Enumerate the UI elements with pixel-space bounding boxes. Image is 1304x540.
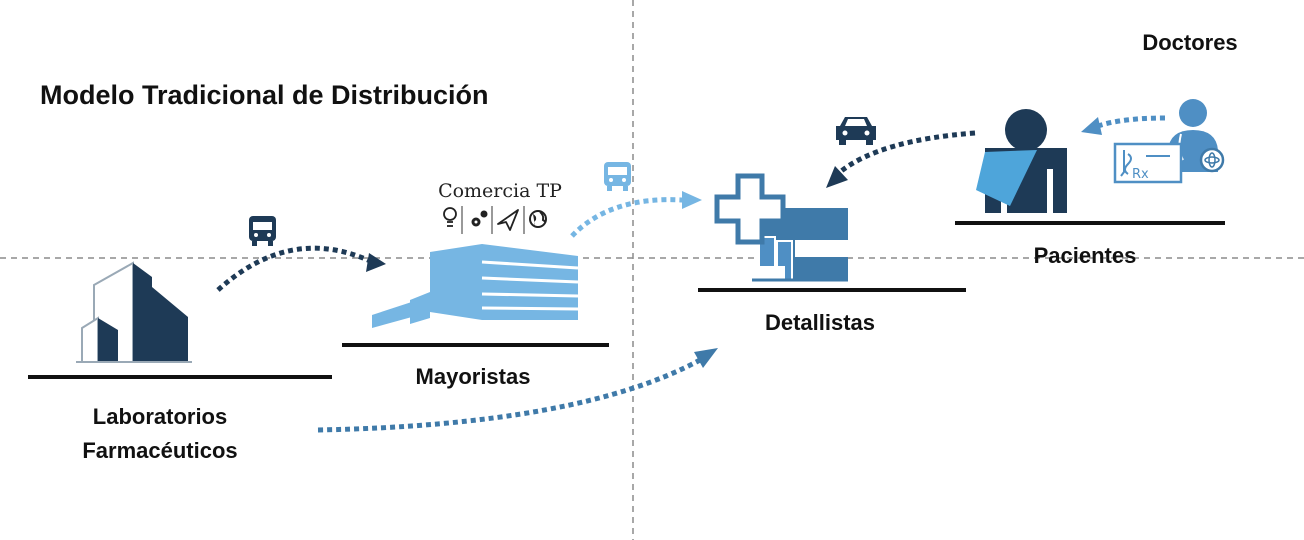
flow-arrows [216, 115, 1166, 433]
prescription-rx-text: Rx [1132, 167, 1149, 182]
brand-name: Comercia TP [438, 180, 562, 202]
node-label-pacientes: Pacientes [1033, 243, 1137, 268]
bus-icon [249, 216, 276, 246]
pharmacy-cross-icon [714, 173, 848, 282]
prescription-icon: Rx [1113, 142, 1183, 184]
arrow-lab-to-detallistas [317, 357, 702, 433]
arrow-mayoristas-to-detallistas [570, 197, 684, 238]
paper-plane-icon [497, 209, 519, 231]
patient-icon [976, 109, 1067, 213]
node-label-laboratorios-line1: Laboratorios [92, 404, 228, 429]
brand-icons [443, 206, 547, 234]
node-label-laboratorios-line2: Farmacéuticos [82, 438, 238, 463]
node-label-laboratorios: Laboratorios Farmacéuticos [40, 400, 280, 468]
node-label-detallistas: Detallistas [764, 310, 876, 335]
diagram-title: Modelo Tradicional de Distribución [40, 80, 489, 110]
gears-icon [471, 210, 488, 227]
arrow-pacientes-to-detallistas [838, 130, 976, 174]
bus-icon [604, 162, 631, 191]
car-icon [836, 117, 876, 145]
factory-building-icon [76, 261, 192, 363]
warehouse-icon [372, 244, 579, 328]
arrow-doctor-to-pacientes [1097, 115, 1166, 129]
node-label-doctores: Doctores [1142, 30, 1238, 55]
arrow-lab-to-mayoristas [216, 245, 372, 292]
node-label-mayoristas: Mayoristas [415, 364, 531, 389]
globe-icon [529, 210, 547, 228]
lightbulb-icon [443, 207, 457, 227]
